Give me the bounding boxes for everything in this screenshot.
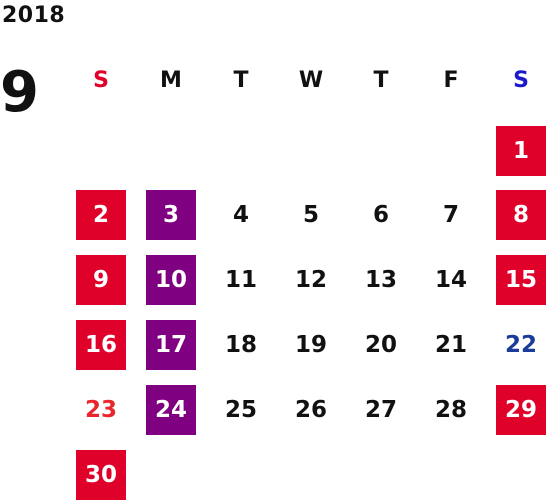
day-cell-26[interactable]: 26 <box>294 397 327 423</box>
weekday-header-friday: F <box>443 68 459 93</box>
day-cell-9[interactable]: 9 <box>76 255 126 305</box>
day-cell-23[interactable]: 23 <box>84 397 117 423</box>
day-cell-27[interactable]: 27 <box>364 397 397 423</box>
day-cell-19[interactable]: 19 <box>294 332 327 358</box>
day-cell-25[interactable]: 25 <box>224 397 257 423</box>
day-cell-21[interactable]: 21 <box>434 332 467 358</box>
day-cell-24[interactable]: 24 <box>146 385 196 435</box>
day-cell-14[interactable]: 14 <box>434 267 467 293</box>
weekday-header-sunday: S <box>93 68 109 93</box>
day-cell-2[interactable]: 2 <box>76 190 126 240</box>
day-cell-8[interactable]: 8 <box>496 190 546 240</box>
day-cell-18[interactable]: 18 <box>224 332 257 358</box>
day-cell-4[interactable]: 4 <box>232 202 249 228</box>
day-cell-17[interactable]: 17 <box>146 320 196 370</box>
day-cell-29[interactable]: 29 <box>496 385 546 435</box>
day-cell-7[interactable]: 7 <box>442 202 459 228</box>
weekday-header-tuesday: T <box>233 68 249 93</box>
day-cell-1[interactable]: 1 <box>496 126 546 176</box>
day-cell-5[interactable]: 5 <box>302 202 319 228</box>
day-cell-13[interactable]: 13 <box>364 267 397 293</box>
day-cell-16[interactable]: 16 <box>76 320 126 370</box>
day-cell-15[interactable]: 15 <box>496 255 546 305</box>
weekday-header-monday: M <box>160 68 182 93</box>
weekday-header-saturday: S <box>513 68 529 93</box>
day-cell-30[interactable]: 30 <box>76 450 126 500</box>
weekday-header-thursday: T <box>373 68 389 93</box>
day-cell-11[interactable]: 11 <box>224 267 257 293</box>
day-cell-3[interactable]: 3 <box>146 190 196 240</box>
day-cell-28[interactable]: 28 <box>434 397 467 423</box>
month-label: 9 <box>0 60 39 125</box>
weekday-header-wednesday: W <box>298 68 324 93</box>
day-cell-22[interactable]: 22 <box>504 332 537 358</box>
day-cell-20[interactable]: 20 <box>364 332 397 358</box>
year-label: 2018 <box>2 3 66 28</box>
day-cell-10[interactable]: 10 <box>146 255 196 305</box>
day-cell-12[interactable]: 12 <box>294 267 327 293</box>
day-cell-6[interactable]: 6 <box>372 202 389 228</box>
